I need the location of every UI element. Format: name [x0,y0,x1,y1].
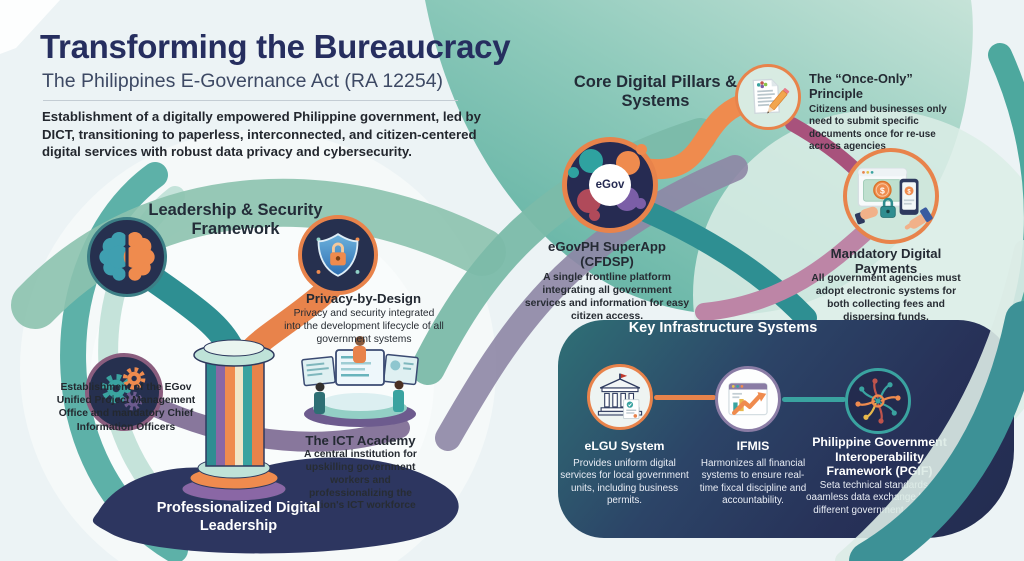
privacy-shield-circle [298,215,378,295]
sage-wave-shape [11,178,506,329]
once-only-circle [735,64,801,130]
ifmis-title: IFMIS [736,439,770,453]
header-divider [43,100,458,101]
once-only-title: The “Once-Only” Principle [809,71,913,102]
left-hand-shape [854,206,878,225]
digital-leadership-circle [87,217,167,297]
ifmis-description: Harmonizes all financial systems to ensu… [699,458,807,507]
phone-dollar-glyph: $ [907,189,911,195]
finance-chart-icon [728,382,768,416]
petal-sat-teal [568,167,579,178]
pgif-title: Philippine Government Interoperability F… [812,435,947,478]
elgu-circle [587,364,653,430]
government-building-icon [597,373,643,420]
egov-badge-label: eGov [589,164,631,206]
petal-sat-magenta [589,210,600,221]
petal-sat-purple [635,198,646,209]
petal-sat-orange [636,144,647,155]
pillar-illustration [181,339,287,502]
pgif-description: Seta technical standards for oaamless da… [806,480,956,516]
gears-icon [101,367,146,411]
pgif-circle [845,368,911,434]
leadership-section-heading: Leadership & Security Framework [148,201,323,239]
egov-pinwheel-icon: eGov [567,142,653,228]
payments-title: Mandatory Digital Payments [830,246,942,277]
document-pencil-icon [752,78,790,114]
ict-academy-illustration [301,336,419,427]
privacy-title: Privacy-by-Design [305,291,422,306]
teal-ribbon-egov-panel [637,201,817,329]
corner-wedge-shape [0,0,60,54]
coin-dollar-glyph: $ [880,185,885,195]
brain-icon [99,231,155,283]
elgu-title: eLGU System [584,439,665,453]
pillars-section-heading: Core Digital Pillars & Systems [573,73,738,111]
infrastructure-heading: Key Infrastructure Systems [628,320,818,336]
page-description: Establishment of a digitally empowered P… [42,109,481,160]
egov-superapp-circle: eGov [562,137,658,233]
superapp-description: A single frontline platform integrating … [524,272,690,322]
digital-payment-icon: $ $ [854,167,933,230]
permit-document-shape [623,399,640,420]
payments-description: All government agencies must adopt elect… [811,273,961,323]
professionalized-leadership-label: Professionalized Digital Leadership [156,500,321,534]
navy-blob-shape [92,457,459,554]
page-subtitle: The Philippines E-Governance Act (RA 122… [42,70,444,92]
egov-office-circle [85,353,163,431]
right-hand-shape [904,207,933,230]
digital-payments-circle: $ $ [843,148,939,244]
egov-office-description: Establishment of the EGov Unified Projec… [56,382,196,433]
shield-lock-icon [316,233,360,277]
mauve-ribbon-payments [695,217,881,321]
purple-ribbon-gears [148,398,410,452]
privacy-description: Privacy and security integrated into the… [284,308,444,345]
elgu-description: Provides uniform digital services for lo… [560,458,689,507]
once-only-description: Citizens and businesses only need to sub… [809,104,947,152]
superapp-title: eGovPH SuperApp (CFDSP) [548,239,666,270]
interoperability-network-icon [855,378,901,424]
page-title: Transforming the Bureaucracy [40,28,511,65]
ict-academy-description: A central institution for upskilling gov… [304,449,417,512]
ifmis-circle [715,366,781,432]
orange-ribbon-egov-doc [634,94,752,180]
ict-academy-title: The ICT Academy [305,433,416,448]
purple-ribbon [435,155,748,451]
connector-orange [654,395,716,400]
infrastructure-panel: Key Infrastructure Systems [558,320,1014,538]
connector-teal [782,397,846,402]
